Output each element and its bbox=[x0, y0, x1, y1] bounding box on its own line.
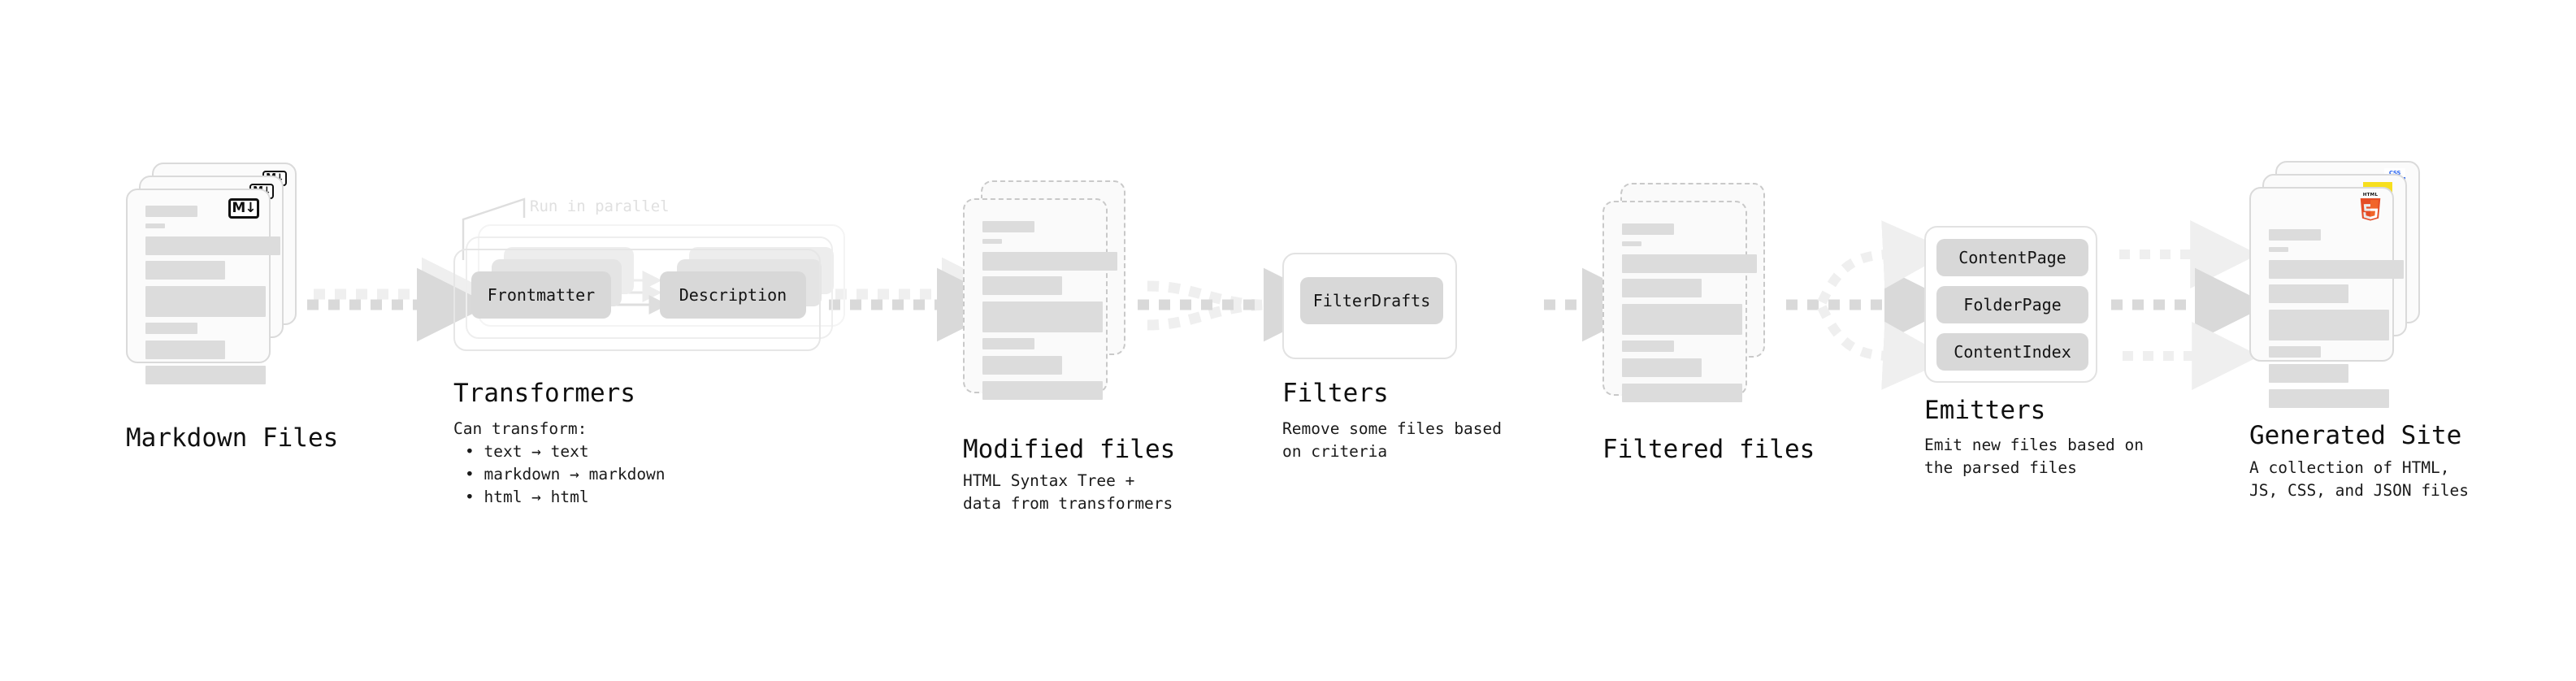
doc-line bbox=[1622, 340, 1674, 352]
generated-site-description: A collection of HTML, JS, CSS, and JSON … bbox=[2249, 458, 2470, 500]
doc-line bbox=[982, 239, 1002, 244]
doc-line bbox=[2269, 247, 2288, 252]
modified-files-title: Modified files bbox=[963, 435, 1176, 464]
doc-line bbox=[145, 223, 165, 228]
transformer-chip-description[interactable]: Description bbox=[660, 271, 806, 319]
doc-line bbox=[982, 276, 1062, 295]
doc-line bbox=[1622, 304, 1742, 335]
doc-line bbox=[2269, 364, 2348, 383]
filtered-files-title: Filtered files bbox=[1602, 435, 1815, 464]
doc-line bbox=[2269, 260, 2404, 279]
doc-line bbox=[1622, 384, 1742, 402]
markdown-badge-icon: M↓ bbox=[228, 198, 259, 219]
transformer-chip-frontmatter[interactable]: Frontmatter bbox=[471, 271, 611, 319]
transformers-bullet-2: • html → html bbox=[465, 488, 589, 506]
filters-card[interactable]: FilterDrafts bbox=[1282, 253, 1457, 359]
doc-line bbox=[1622, 241, 1641, 246]
doc-line bbox=[982, 221, 1034, 232]
doc-line bbox=[2269, 346, 2321, 358]
doc-line bbox=[145, 323, 197, 334]
doc-line bbox=[2269, 229, 2321, 241]
svg-text:HTML: HTML bbox=[2363, 193, 2379, 197]
doc-line bbox=[145, 366, 266, 384]
doc-line bbox=[2269, 310, 2389, 340]
transformer-card-front[interactable]: Frontmatter Description bbox=[453, 249, 821, 351]
doc-line bbox=[145, 261, 225, 280]
emitters-description: Emit new files based on the parsed files bbox=[1924, 436, 2144, 477]
html5-logo-icon: HTML bbox=[2357, 193, 2384, 227]
generated-site-title: Generated Site bbox=[2249, 421, 2462, 450]
transformers-title: Transformers bbox=[453, 379, 635, 408]
emitters-title: Emitters bbox=[1924, 396, 2046, 425]
emitter-chip-folderpage[interactable]: FolderPage bbox=[1936, 286, 2088, 323]
doc-line bbox=[982, 356, 1062, 375]
site-card-front[interactable]: HTML bbox=[2249, 187, 2404, 408]
run-in-parallel-label: Run in parallel bbox=[530, 197, 670, 215]
markdown-files-title: Markdown Files bbox=[126, 423, 339, 453]
doc-line bbox=[145, 236, 280, 255]
doc-line bbox=[982, 252, 1117, 271]
filtered-card-body bbox=[1604, 202, 1757, 402]
arrow-markdown-to-transformers bbox=[307, 257, 496, 342]
doc-line bbox=[2269, 284, 2348, 303]
doc-line bbox=[145, 340, 225, 359]
transformers-description: Can transform: bbox=[453, 419, 588, 438]
filters-title: Filters bbox=[1282, 379, 1389, 408]
modified-card-body bbox=[965, 200, 1117, 400]
markdown-card-front[interactable]: M↓ bbox=[126, 189, 280, 384]
transformers-bullet-1: • markdown → markdown bbox=[465, 465, 666, 484]
filtered-card-front[interactable] bbox=[1602, 201, 1757, 402]
filter-chip-filterdrafts[interactable]: FilterDrafts bbox=[1300, 277, 1443, 324]
arrow-emitters-to-site bbox=[2111, 220, 2269, 390]
doc-line bbox=[1622, 279, 1702, 297]
doc-line bbox=[1622, 358, 1702, 377]
filters-description: Remove some files based on criteria bbox=[1282, 419, 1503, 461]
doc-line bbox=[982, 301, 1103, 332]
doc-line bbox=[145, 286, 266, 317]
doc-line bbox=[1622, 254, 1757, 273]
arrow-transformers-to-modified bbox=[829, 257, 1016, 342]
modified-files-description: HTML Syntax Tree + data from transformer… bbox=[963, 471, 1173, 513]
doc-line bbox=[1622, 223, 1674, 235]
modified-card-front[interactable] bbox=[963, 198, 1117, 400]
doc-line bbox=[145, 206, 197, 217]
doc-line bbox=[982, 381, 1103, 400]
arrow-modified-to-filters bbox=[1138, 267, 1338, 342]
emitter-chip-contentpage[interactable]: ContentPage bbox=[1936, 239, 2088, 276]
markdown-card-body: M↓ bbox=[128, 190, 280, 384]
emitter-chip-contentindex[interactable]: ContentIndex bbox=[1936, 333, 2088, 371]
site-card-body: HTML bbox=[2251, 189, 2404, 408]
transformers-bullet-0: • text → text bbox=[465, 442, 589, 461]
doc-line bbox=[982, 338, 1034, 349]
doc-line bbox=[2269, 389, 2389, 408]
emitters-card[interactable]: ContentPage FolderPage ContentIndex bbox=[1924, 226, 2097, 383]
arrow-filtered-to-emitters bbox=[1786, 220, 1958, 390]
